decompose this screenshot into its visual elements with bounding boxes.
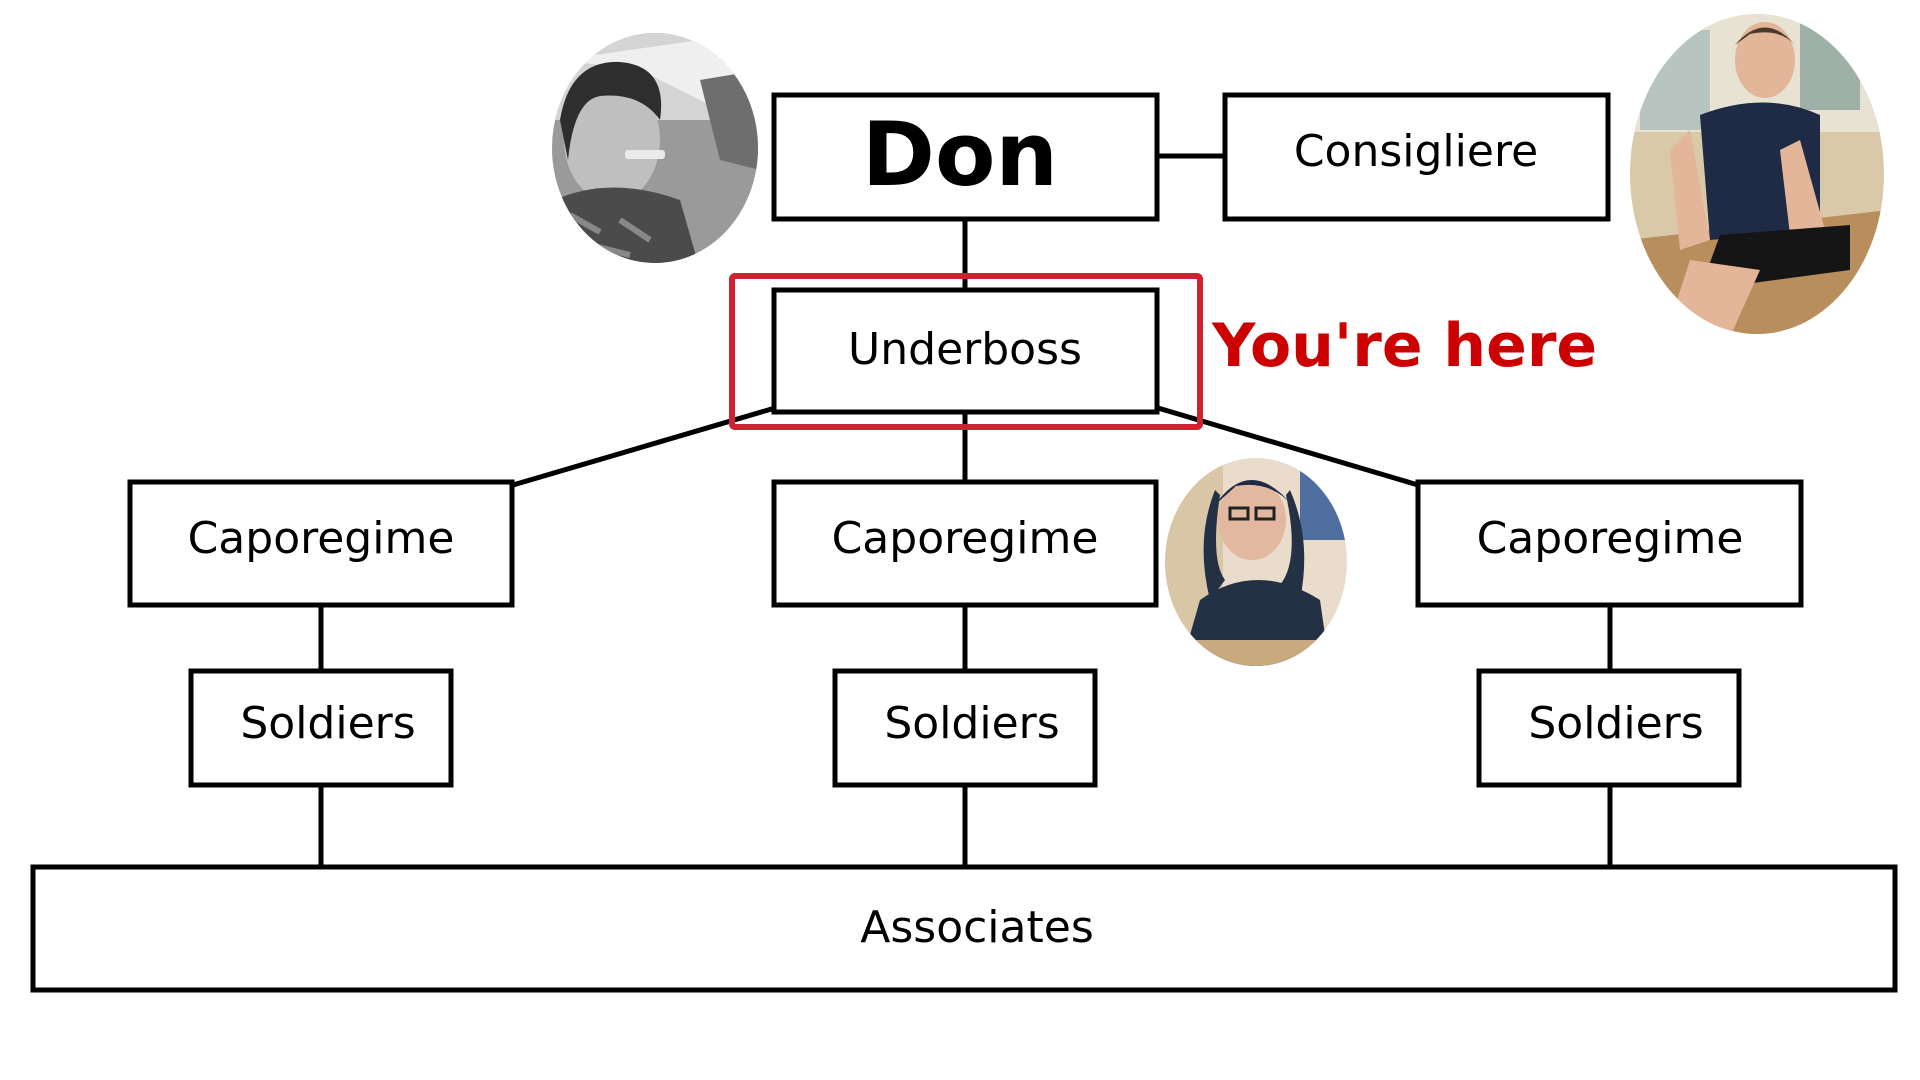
highlight-frame [729, 273, 1203, 430]
node-soldiers-right: Soldiers [1476, 668, 1742, 788]
caporegime-right-label: Caporegime [1477, 513, 1744, 564]
node-caporegime-left: Caporegime [127, 479, 515, 608]
node-consigliere: Consigliere [1222, 92, 1611, 222]
portrait-photo-top-left [552, 33, 758, 263]
portrait-photo-center [1165, 458, 1347, 666]
soldiers-left-label: Soldiers [240, 698, 415, 749]
soldiers-center-label: Soldiers [884, 698, 1059, 749]
caporegime-left-label: Caporegime [188, 513, 455, 564]
node-soldiers-left: Soldiers [188, 668, 454, 788]
node-soldiers-center: Soldiers [832, 668, 1098, 788]
associates-label: Associates [860, 902, 1094, 953]
consigliere-label: Consigliere [1294, 126, 1538, 177]
soldiers-right-label: Soldiers [1528, 698, 1703, 749]
underboss-label: Underboss [848, 324, 1082, 375]
portrait-photo-top-right [1630, 14, 1884, 334]
node-underboss: Underboss [771, 287, 1160, 415]
caporegime-center-label: Caporegime [832, 513, 1099, 564]
node-don: Don [771, 92, 1160, 222]
node-caporegime-center: Caporegime [771, 479, 1159, 608]
node-caporegime-right: Caporegime [1415, 479, 1804, 608]
node-associates: Associates [30, 864, 1898, 993]
youre-here-label: You're here [1211, 311, 1597, 381]
don-label: Don [862, 103, 1058, 206]
